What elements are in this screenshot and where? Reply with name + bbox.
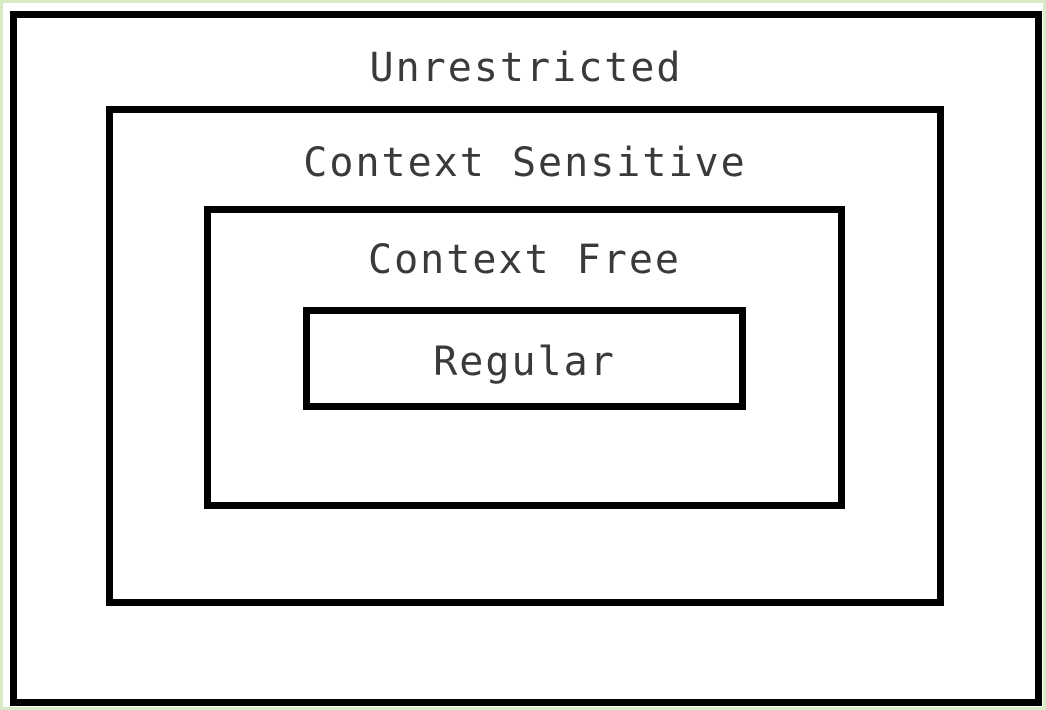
regular-label: Regular	[433, 339, 616, 385]
regular-box: Regular	[303, 307, 746, 410]
unrestricted-label: Unrestricted	[369, 45, 683, 91]
context-free-label: Context Free	[368, 237, 681, 283]
context-sensitive-label: Context Sensitive	[303, 140, 747, 186]
